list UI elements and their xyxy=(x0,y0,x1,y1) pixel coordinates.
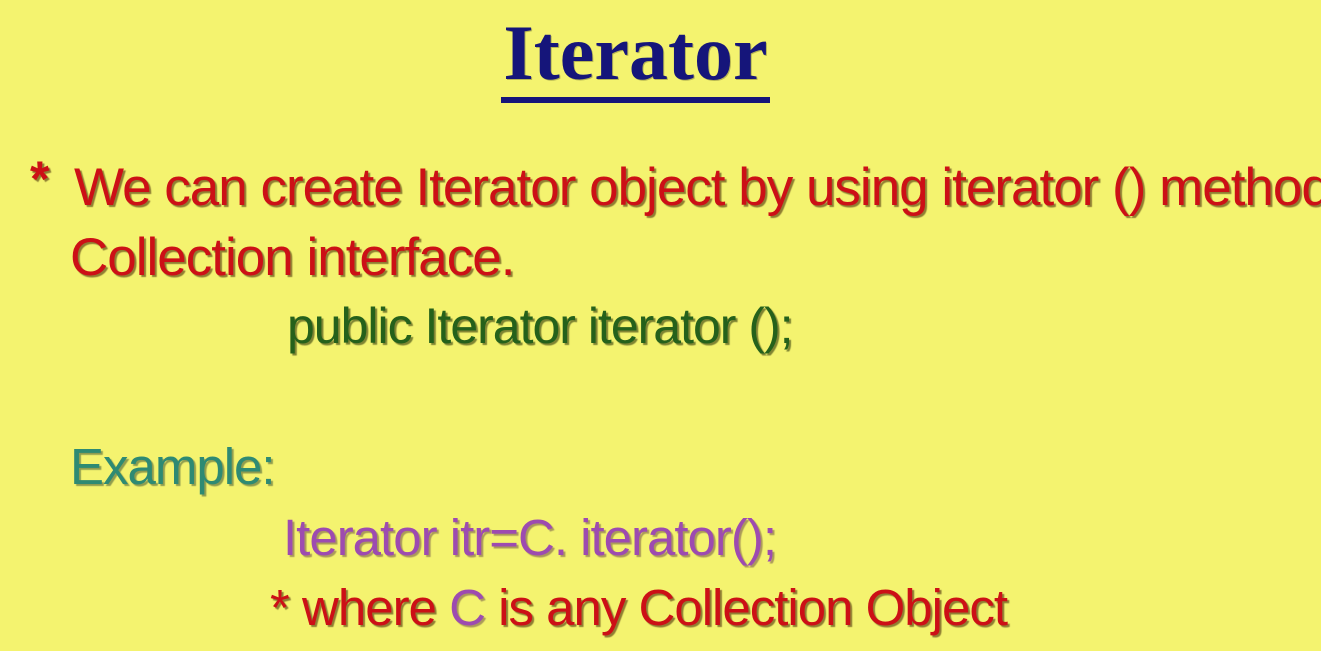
example-label: Example: xyxy=(70,438,276,495)
point-text-line-1: We can create Iterator object by using i… xyxy=(74,158,1321,217)
note-variable: C xyxy=(449,579,486,636)
note-prefix: * where xyxy=(270,579,450,636)
method-signature: public Iterator iterator (); xyxy=(287,298,794,354)
point-text-line-2: Collection interface. xyxy=(70,228,515,287)
slide-title: Iterator xyxy=(0,8,1271,103)
slide-title-text: Iterator xyxy=(501,13,770,103)
bullet-marker: * xyxy=(30,151,50,207)
example-code: Iterator itr=C. iterator(); xyxy=(283,509,777,566)
example-note: * where C is any Collection Object xyxy=(270,578,1008,637)
note-suffix: is any Collection Object xyxy=(484,579,1008,636)
